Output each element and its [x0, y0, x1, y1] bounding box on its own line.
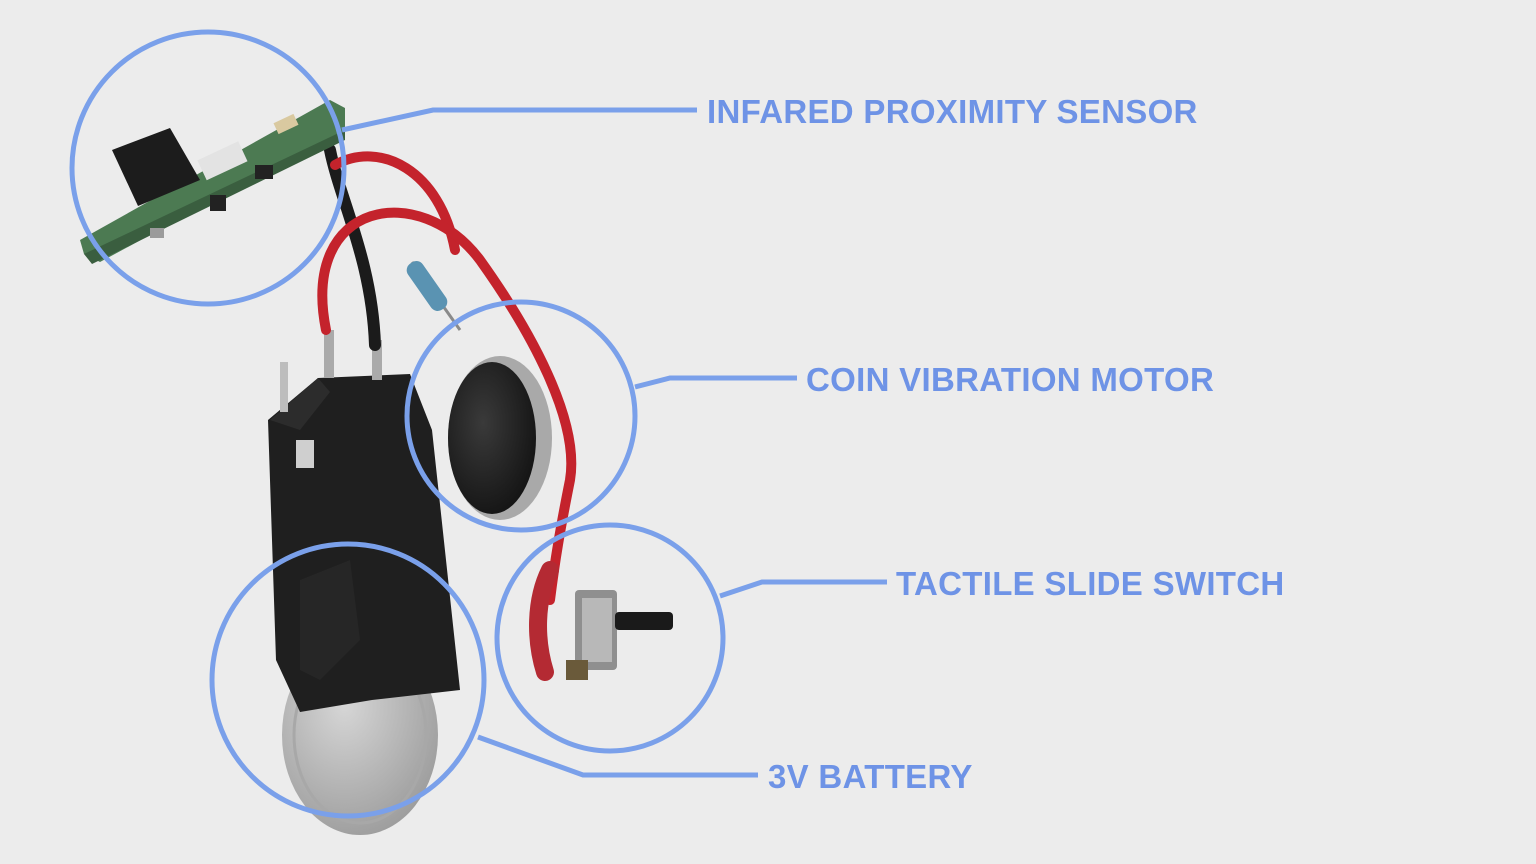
label-coin-vibration-motor: COIN VIBRATION MOTOR	[806, 361, 1214, 398]
leader-line	[477, 734, 758, 778]
label-tactile-slide-switch: TACTILE SLIDE SWITCH	[896, 565, 1285, 602]
leader-line	[341, 107, 697, 133]
ir-sensor-board	[80, 100, 345, 264]
resistor	[406, 261, 462, 331]
callout-circle	[69, 29, 347, 307]
label-infared-proximity-sensor: INFARED PROXIMITY SENSOR	[707, 93, 1198, 130]
battery-holder	[268, 330, 460, 712]
callout-circle	[494, 522, 726, 754]
leader-line	[719, 579, 887, 599]
red-wire-lower	[317, 207, 577, 605]
red-wire-upper	[330, 151, 460, 255]
callout-sensor	[69, 29, 697, 307]
vibration-motor	[448, 356, 552, 520]
label-3v-battery: 3V BATTERY	[768, 758, 973, 795]
leader-line	[634, 375, 797, 390]
callout-motor	[404, 299, 797, 533]
slide-switch	[566, 590, 673, 680]
callout-switch	[494, 522, 887, 754]
circuit-photo	[80, 100, 673, 835]
callout-battery	[209, 541, 758, 819]
callout-circle	[209, 541, 487, 819]
callout-circle	[404, 299, 638, 533]
